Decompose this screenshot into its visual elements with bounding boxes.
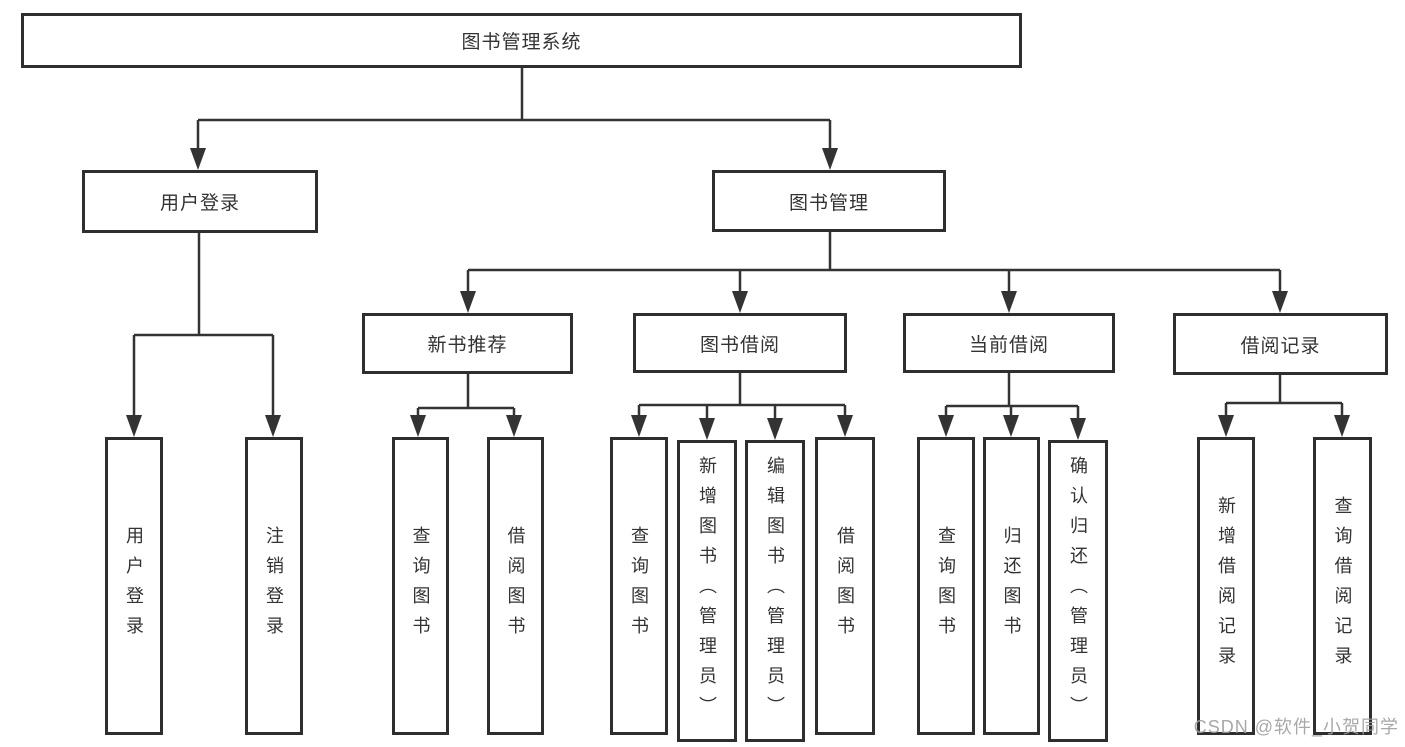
leaf-borrow-book-label: 借阅图书 [835, 526, 855, 646]
leaf-user-login-label: 用户登录 [124, 526, 144, 646]
leaf-user-login: 用户登录 [105, 437, 163, 735]
leaf-query-borrow-record-label: 查询借阅记录 [1332, 496, 1353, 676]
leaf-borrow-query: 查询图书 [610, 437, 668, 735]
connector-book-borrow-leaves [637, 373, 847, 419]
leaf-logout-label: 注销登录 [264, 526, 284, 646]
leaf-confirm-return-admin: 确认归还（管理员） [1048, 440, 1108, 742]
node-current-borrow-label: 当前借阅 [968, 334, 1049, 356]
connector-new-books-leaves [416, 374, 516, 416]
leaf-borrow-edit-admin-label: 编辑图书（管理员） [765, 456, 785, 726]
leaf-borrow-book: 借阅图书 [815, 437, 875, 735]
leaf-borrow-add-admin-label: 新增图书（管理员） [697, 456, 717, 726]
arrowheads [126, 148, 1350, 440]
leaf-new-books-borrow: 借阅图书 [487, 437, 544, 735]
leaf-new-books-query: 查询图书 [392, 437, 449, 735]
leaf-add-borrow-record-label: 新增借阅记录 [1216, 496, 1236, 676]
leaf-return-book-label: 归还图书 [1001, 526, 1022, 646]
node-root-label: 图书管理系统 [461, 32, 582, 53]
node-book-management: 图书管理 [712, 170, 946, 232]
node-book-borrow: 图书借阅 [633, 313, 847, 373]
leaf-logout: 注销登录 [245, 437, 303, 735]
leaf-borrow-add-admin: 新增图书（管理员） [677, 440, 737, 742]
leaf-new-books-borrow-label: 借阅图书 [505, 526, 526, 646]
connector-user-login-leaves [132, 233, 275, 416]
leaf-query-borrow-record: 查询借阅记录 [1313, 437, 1372, 735]
leaf-borrow-edit-admin: 编辑图书（管理员） [745, 440, 805, 742]
leaf-current-query-label: 查询图书 [936, 526, 956, 646]
connector-current-borrow-leaves [944, 373, 1080, 419]
leaf-add-borrow-record: 新增借阅记录 [1197, 437, 1255, 735]
node-borrow-records: 借阅记录 [1173, 313, 1388, 375]
leaf-new-books-query-label: 查询图书 [410, 526, 431, 646]
node-user-login-label: 用户登录 [159, 193, 240, 214]
node-root: 图书管理系统 [21, 13, 1022, 68]
leaf-confirm-return-admin-label: 确认归还（管理员） [1068, 456, 1088, 726]
connector-book-management-level3 [466, 232, 1282, 292]
node-borrow-records-label: 借阅记录 [1240, 335, 1321, 357]
leaf-return-book: 归还图书 [983, 437, 1040, 735]
node-new-book-recommend-label: 新书推荐 [427, 335, 508, 356]
node-book-management-label: 图书管理 [788, 192, 869, 214]
node-new-book-recommend: 新书推荐 [362, 313, 573, 374]
node-user-login: 用户登录 [82, 170, 318, 233]
node-current-borrow: 当前借阅 [903, 313, 1115, 373]
watermark: CSDN @软件_小贺同学 [1193, 717, 1399, 737]
connector-root-level2 [196, 68, 832, 149]
connector-borrow-records-leaves [1224, 375, 1344, 416]
leaf-borrow-query-label: 查询图书 [629, 526, 649, 646]
leaf-current-query: 查询图书 [917, 437, 975, 735]
node-book-borrow-label: 图书借阅 [699, 334, 780, 356]
